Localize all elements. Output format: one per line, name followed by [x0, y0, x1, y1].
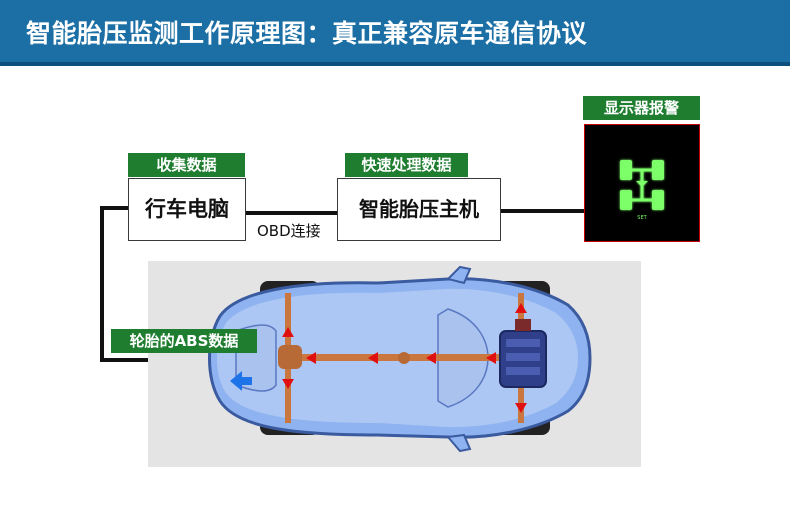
display-car-icon: SET: [620, 160, 664, 221]
connector-computer-host: [246, 211, 338, 215]
car-illustration: [148, 261, 641, 467]
display-set-label: SET: [637, 215, 647, 221]
page-title: 智能胎压监测工作原理图：真正兼容原车通信协议: [26, 19, 588, 48]
display-screen: SET: [584, 124, 700, 242]
arrow-red-rear-up: [282, 327, 294, 337]
box-vehicle-computer: 行车电脑: [128, 178, 246, 241]
connector-left-vertical: [100, 206, 104, 362]
box-tpms-host: 智能胎压主机: [337, 178, 501, 241]
header-bar: 智能胎压监测工作原理图：真正兼容原车通信协议: [0, 0, 790, 66]
arrow-red-3: [368, 352, 378, 364]
arrow-red-front-up: [515, 303, 527, 313]
connector-left-top: [100, 206, 130, 210]
arrow-red-4: [306, 352, 316, 364]
mirror-left: [446, 265, 472, 285]
arrow-red-front-down: [515, 403, 527, 413]
arrow-blue-direction: [230, 371, 252, 391]
flow-arrows: [282, 303, 527, 413]
driveshaft: [288, 354, 500, 361]
center-joint: [398, 352, 410, 364]
connector-host-display: [500, 209, 585, 213]
car-top-view: [208, 265, 592, 453]
differential: [278, 345, 302, 369]
tag-display-alarm: 显示器报警: [583, 96, 700, 120]
tag-collect-data: 收集数据: [128, 153, 245, 177]
arrow-red-rear-down: [282, 379, 294, 389]
obd-connection-label: OBD连接: [257, 222, 321, 240]
arrow-red-1: [486, 352, 496, 364]
mirror-right: [446, 433, 472, 453]
tag-process-data: 快速处理数据: [345, 153, 468, 177]
arrow-red-2: [426, 352, 436, 364]
tag-abs-data: 轮胎的ABS数据: [111, 329, 257, 353]
